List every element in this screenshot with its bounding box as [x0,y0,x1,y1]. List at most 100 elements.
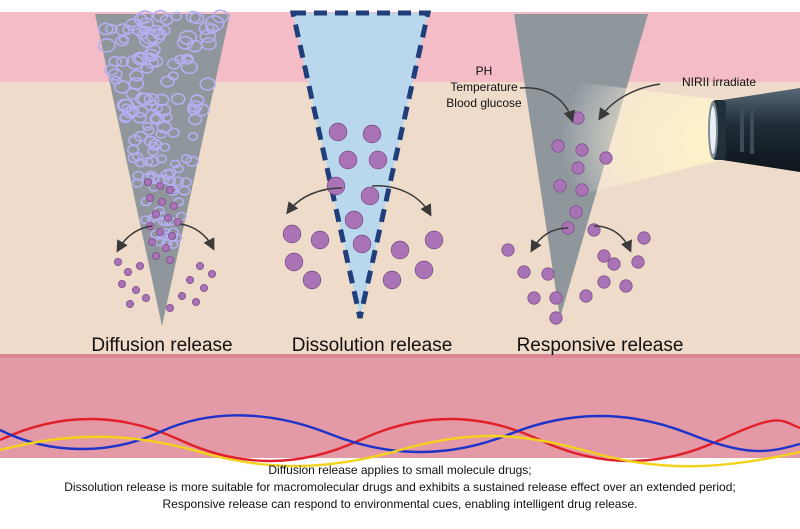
responsive-drug-particle [553,179,567,193]
diffusion-particles [114,177,216,312]
macromolecule-particle [344,210,364,230]
small-drug-particle [173,217,182,226]
small-drug-particle [151,209,160,218]
small-drug-particle [165,303,174,312]
pore-cell [147,146,159,157]
nir-label: NIRII irradiate [682,75,756,89]
pore-cell [204,15,225,32]
responsive-drug-particle [551,139,565,153]
pore-cell [144,135,158,147]
dissolution-particles [282,122,444,290]
pore-cell [132,112,147,124]
macromolecule-particle [424,230,444,250]
pore-cell [166,58,181,70]
pore-cell [150,113,165,125]
stimuli-label-temperature: Temperature [450,80,518,94]
small-drug-particle [124,267,133,276]
dissolution-needle [289,10,432,319]
pore-cell [159,142,171,152]
pore-cell [143,93,160,106]
responsive-drug-particle [575,183,589,197]
macromolecule-particle [282,224,302,244]
responsive-release-label: Responsive release [517,335,684,356]
pore-cell [137,92,154,106]
pore-cell [212,9,229,24]
epidermis-layer [0,0,800,12]
pore-cell [134,52,148,64]
pore-cell [173,197,185,207]
caption-line-3: Responsive release can respond to enviro… [162,497,638,511]
diffusion-arrow-right [179,223,215,251]
pore-cell [104,64,119,76]
pore-cell [205,23,219,34]
pore-cell [170,159,181,169]
dissolution-arrow-left [286,187,343,215]
pore-cell [128,77,145,91]
pore-cell [170,92,186,106]
small-drug-particle [165,185,174,194]
responsive-drug-particle [549,291,563,305]
responsive-drug-particle [571,111,585,125]
pore-cell [164,168,177,178]
pore-cell [157,25,171,36]
responsive-drug-particle [587,223,601,237]
small-drug-particle [169,201,178,210]
pore-cell [144,56,160,69]
pore-cell [156,121,172,134]
responsive-arrow-right [593,225,632,253]
pore-cell [136,10,154,24]
small-drug-particle [118,279,127,288]
macromolecule-particle [390,240,410,260]
pore-cell [180,53,194,65]
pore-cell [187,100,203,113]
caption-line-2: Dissolution release is more suitable for… [64,480,736,494]
responsive-drug-particle [517,265,531,279]
small-drug-particle [163,213,172,222]
responsive-drug-particle [599,151,613,165]
small-drug-particle [155,227,164,236]
pore-cell [167,71,179,81]
macromolecule-particle [352,234,372,254]
hypodermis-layer [0,354,800,458]
pore-cell [187,132,199,141]
pore-cell [189,12,205,25]
porous-network [97,9,229,249]
pore-cell [129,69,144,82]
pore-cell [199,77,216,91]
small-drug-particle [143,177,152,186]
pore-cell [142,156,154,167]
pore-cell [97,38,116,53]
small-drug-particle [177,291,186,300]
pore-cell [139,215,151,225]
macromolecule-particle [414,260,434,280]
blood-vessels [0,414,800,468]
macromolecule-particle [302,270,322,290]
pore-cell [172,176,185,187]
macromolecule-particle [284,252,304,272]
pore-cell [173,164,184,174]
pore-cell [134,130,148,142]
pore-cell [125,18,141,31]
pore-cell [134,158,147,168]
small-drug-particle [165,255,174,264]
pore-cell [199,29,216,43]
responsive-particles [501,111,651,325]
vessel-red [0,417,800,463]
nir-laser-device [708,88,800,172]
responsive-drug-particle [527,291,541,305]
small-drug-particle [135,261,144,270]
macromolecule-particle [338,150,358,170]
diffusion-arrow-left [116,225,153,253]
pore-cell [119,111,133,123]
pore-cell [115,56,130,68]
responsive-drug-particle [607,257,621,271]
pore-cell [133,105,149,118]
responsive-drug-particle [619,279,633,293]
macromolecule-particle [362,124,382,144]
pore-cell [126,105,140,117]
small-drug-particle [114,257,123,266]
dissolution-arrow-right [371,185,432,217]
pore-cell [180,177,192,188]
pore-cell [155,103,172,117]
